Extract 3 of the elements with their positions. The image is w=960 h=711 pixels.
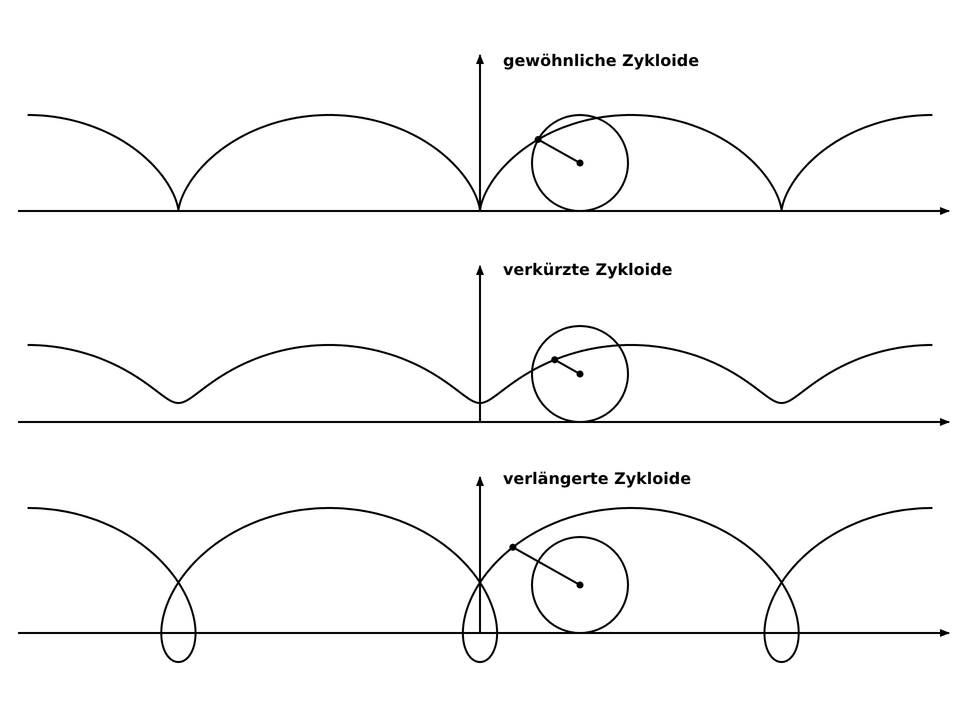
curve-title: gewöhnliche Zykloide [503, 51, 700, 71]
curve-title: verkürzte Zykloide [503, 260, 672, 280]
curve-title: verlängerte Zykloide [503, 469, 692, 489]
